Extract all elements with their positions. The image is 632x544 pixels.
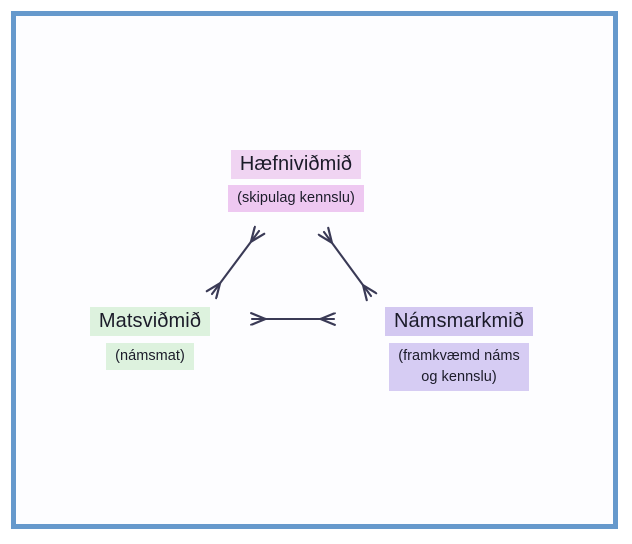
node-matsvidmid: Matsviðmið (námsmat) (70, 307, 230, 370)
node-haefnividmid-subtitle-row: (skipulag kennslu) (206, 185, 386, 212)
node-matsvidmid-subtitle: (námsmat) (106, 343, 194, 370)
node-namsmarkmid-title: Námsmarkmið (385, 307, 533, 336)
node-matsvidmid-title-row: Matsviðmið (70, 307, 230, 336)
node-matsvidmid-title: Matsviðmið (89, 307, 211, 336)
node-namsmarkmid: Námsmarkmið (framkvæmd náms og kennslu) (372, 307, 546, 391)
node-haefnividmid: Hæfniviðmið (skipulag kennslu) (206, 150, 386, 212)
node-namsmarkmid-title-row: Námsmarkmið (372, 307, 546, 336)
node-namsmarkmid-subtitle: (framkvæmd náms og kennslu) (389, 343, 529, 391)
node-haefnividmid-subtitle: (skipulag kennslu) (228, 185, 364, 212)
node-namsmarkmid-subtitle-row: (framkvæmd náms og kennslu) (372, 343, 546, 391)
node-matsvidmid-subtitle-row: (námsmat) (70, 343, 230, 370)
node-haefnividmid-title-row: Hæfniviðmið (206, 150, 386, 179)
diagram-frame (11, 11, 618, 529)
node-haefnividmid-title: Hæfniviðmið (230, 150, 362, 179)
